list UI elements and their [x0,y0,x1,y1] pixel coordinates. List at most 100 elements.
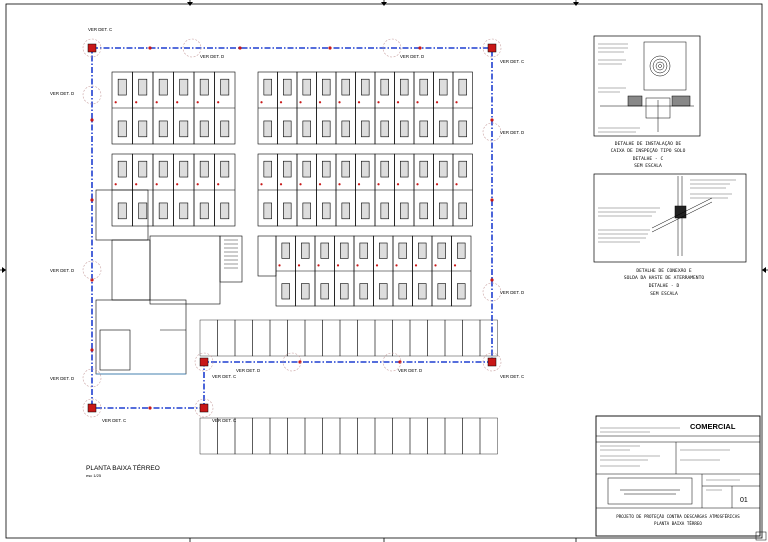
detail-c-caption-1: DETALHE DE INSTALAÇÃO DE [615,140,682,147]
outlet-symbol [336,264,340,267]
outlet-symbol [377,183,380,186]
outlet-symbol [435,183,439,186]
parking-space [357,417,376,455]
unit-wet-area [322,120,331,138]
unit-wet-area [419,78,428,96]
outlet-symbol [176,183,179,186]
parking-lower-row [199,417,498,455]
ground-rod-marker [87,403,97,413]
title-block-description-1: PROJETO DE PROTEÇÃO CONTRA DESCARGAS ATM… [616,514,740,519]
callout-label: VER DET. D [50,376,74,381]
down-conductor-point [418,46,422,50]
parking-space [199,319,218,357]
unit-wet-area [458,78,467,96]
unit-wet-area [283,202,292,220]
unit-wet-area [320,242,329,259]
unit-wet-area [380,120,389,138]
outlet-symbol [318,101,322,104]
down-conductor-point [90,198,94,202]
outlet-symbol [135,101,138,104]
callout-circle [482,352,502,372]
outlet-symbol [435,101,439,104]
sheet-corner-stamp [755,531,767,541]
callout-circle [482,38,502,58]
callout-label: VER DET. D [50,268,74,273]
parking-space [339,417,358,455]
detail-callouts: VER DET. C VER DET. D VER DET. D VER DET. C… [50,27,524,423]
outlet-symbol [176,101,179,104]
unit-wet-area [138,120,148,138]
outlet-symbol [357,101,361,104]
callout-label: VER DET. D [500,290,524,295]
parking-space [444,417,463,455]
callout-label: VER DET. C [500,59,524,64]
unit-wet-area [220,160,230,178]
callout-label: VER DET. C [500,374,524,379]
outlet-symbol [299,101,302,104]
unit-wet-area [158,202,168,220]
unit-wet-area [158,78,168,96]
unit-wet-area [283,78,292,96]
unit-wet-area [302,160,311,178]
outlet-symbol [196,183,199,186]
callout-label: VER DET. D [398,368,422,373]
unit-wet-area [117,202,127,220]
parking-space [234,319,253,357]
parking-space [269,417,288,455]
unit-wet-area [263,120,272,138]
callout-circle [382,38,402,58]
unit-wet-area [380,202,389,220]
outlet-symbol [416,101,419,104]
apartment-blocks [111,71,473,307]
title-block-description-2: PLANTA BAIXA TÉRREO [654,521,702,526]
callout-circle [194,398,214,418]
callout-circle [182,38,202,58]
floor-plan: VER DET. C VER DET. D VER DET. D VER DET. C… [50,27,524,478]
outlet-symbol [135,183,138,186]
callout-label: VER DET. C [212,418,236,423]
unit-wet-area [199,202,209,220]
unit-wet-area [380,78,389,96]
ground-rod-marker [87,43,97,53]
unit-wet-area [341,202,350,220]
building-core [95,189,243,375]
unit-wet-area [301,283,310,300]
unit-wet-area [179,120,189,138]
unit-wet-area [419,202,428,220]
ground-rod-marker [199,403,209,413]
down-conductor-point [148,46,152,50]
unit-wet-area [361,120,370,138]
callout-label: VER DET. D [50,91,74,96]
unit-wet-area [341,160,350,178]
parking-space [409,319,428,357]
unit-wet-area [340,283,349,300]
stair-hatching [224,239,238,269]
detail-c-caption-4: SEM ESCALA [634,163,662,169]
detail-c-caption-3: DETALHE - C [633,156,664,162]
outlet-symbol [155,183,158,186]
down-conductor-point [90,118,94,122]
unit-wet-area [439,202,448,220]
unit-wet-area [380,160,389,178]
parking-space [462,319,481,357]
parking-space [392,319,411,357]
unit-wet-area [302,78,311,96]
plan-scale: esc 1/25 [86,473,102,478]
parking-space [392,417,411,455]
down-conductor-point [238,46,242,50]
unit-wet-area [322,78,331,96]
parking-upper-row [199,319,498,357]
outlet-symbol [396,101,400,104]
callout-circle [382,352,402,372]
unit-wet-area [281,283,290,300]
unit-wet-area [439,120,448,138]
unit-wet-area [379,283,388,300]
unit-wet-area [398,283,407,300]
detail-d-caption-4: SEM ESCALA [650,291,678,297]
outlet-symbol [455,183,458,186]
callout-circle [282,352,302,372]
parking-space [252,319,271,357]
outlet-symbol [377,101,380,104]
callout-label: VER DET. C [102,418,126,423]
unit-wet-area [179,160,189,178]
